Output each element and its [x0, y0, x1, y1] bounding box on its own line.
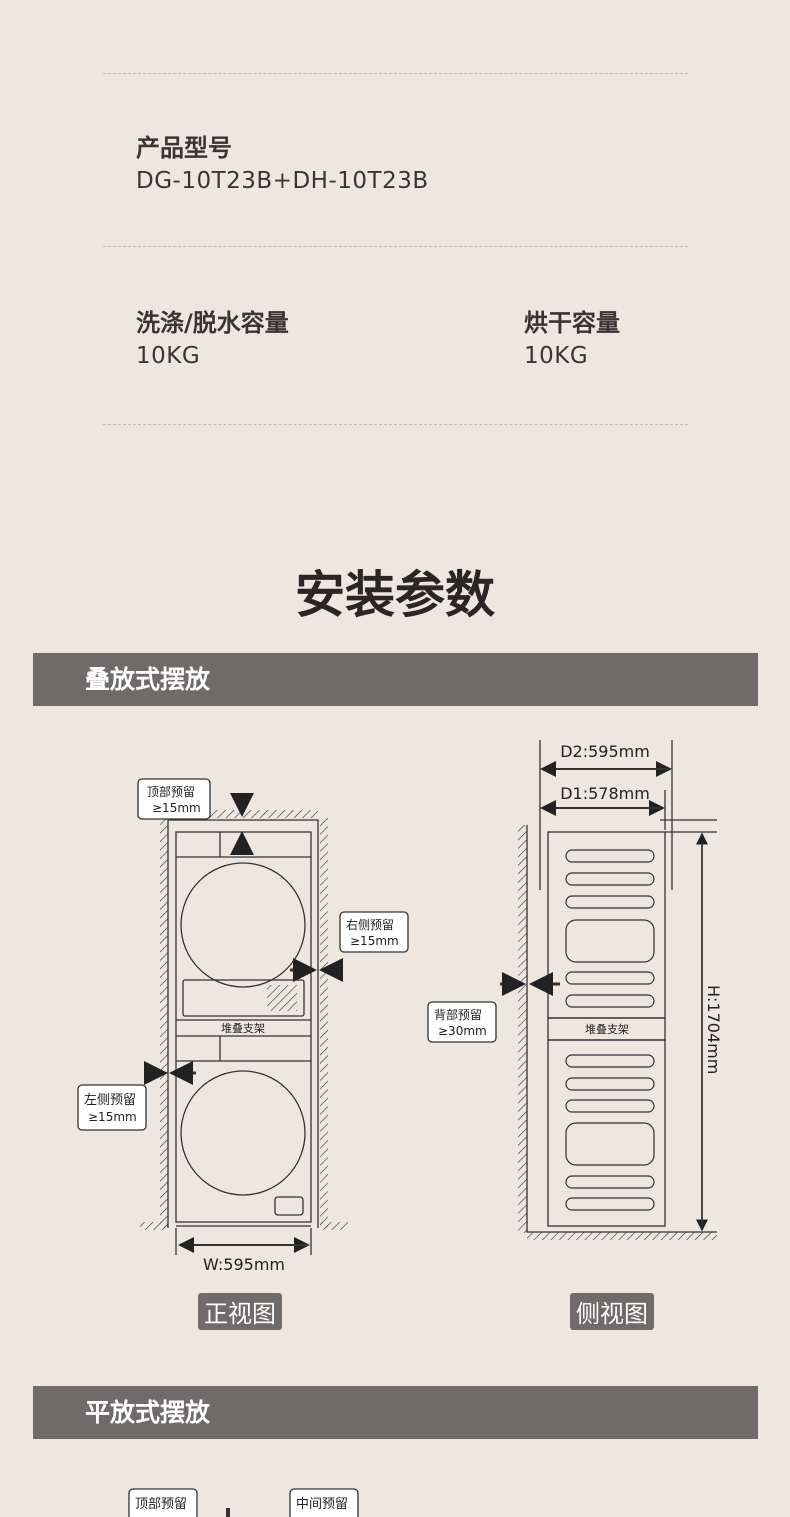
stacked-header: 叠放式摆放 — [33, 653, 758, 706]
front-view-diagram — [77, 778, 409, 1255]
dry-capacity-label: 烘干容量 — [524, 309, 620, 337]
model-label: 产品型号 — [136, 134, 232, 162]
back-gap-value: ≥30mm — [438, 1024, 487, 1038]
d1-dimension: D1:578mm — [560, 784, 650, 803]
side-view-diagram — [427, 740, 717, 1240]
bracket-label: 堆叠支架 — [221, 1022, 265, 1035]
side-view-caption: 侧视图 — [570, 1293, 654, 1330]
height-dimension: H:1704mm — [704, 985, 723, 1074]
divider — [103, 246, 688, 247]
top-gap-value: ≥15mm — [152, 801, 201, 815]
wash-capacity-label: 洗涤/脱水容量 — [136, 309, 289, 337]
right-gap-value: ≥15mm — [350, 934, 399, 948]
side-bracket-label: 堆叠支架 — [585, 1023, 629, 1036]
divider — [103, 73, 688, 74]
left-gap-value: ≥15mm — [88, 1110, 137, 1124]
width-dimension: W:595mm — [203, 1255, 285, 1274]
wash-capacity-value: 10KG — [136, 343, 201, 369]
model-value: DG-10T23B+DH-10T23B — [136, 168, 429, 194]
front-view-caption: 正视图 — [198, 1293, 282, 1330]
left-gap-label: 左侧预留 — [84, 1093, 136, 1108]
right-gap-label: 右侧预留 — [346, 917, 394, 932]
flat-header: 平放式摆放 — [33, 1386, 758, 1439]
d2-dimension: D2:595mm — [560, 742, 650, 761]
flat-top-gap-label: 顶部预留 — [135, 1497, 187, 1512]
dry-capacity-value: 10KG — [524, 343, 589, 369]
install-title: 安装参数 — [295, 566, 495, 624]
back-gap-label: 背部预留 — [434, 1007, 482, 1022]
top-gap-label: 顶部预留 — [147, 784, 195, 799]
divider — [103, 424, 688, 425]
flat-mid-gap-label: 中间预留 — [296, 1497, 348, 1512]
